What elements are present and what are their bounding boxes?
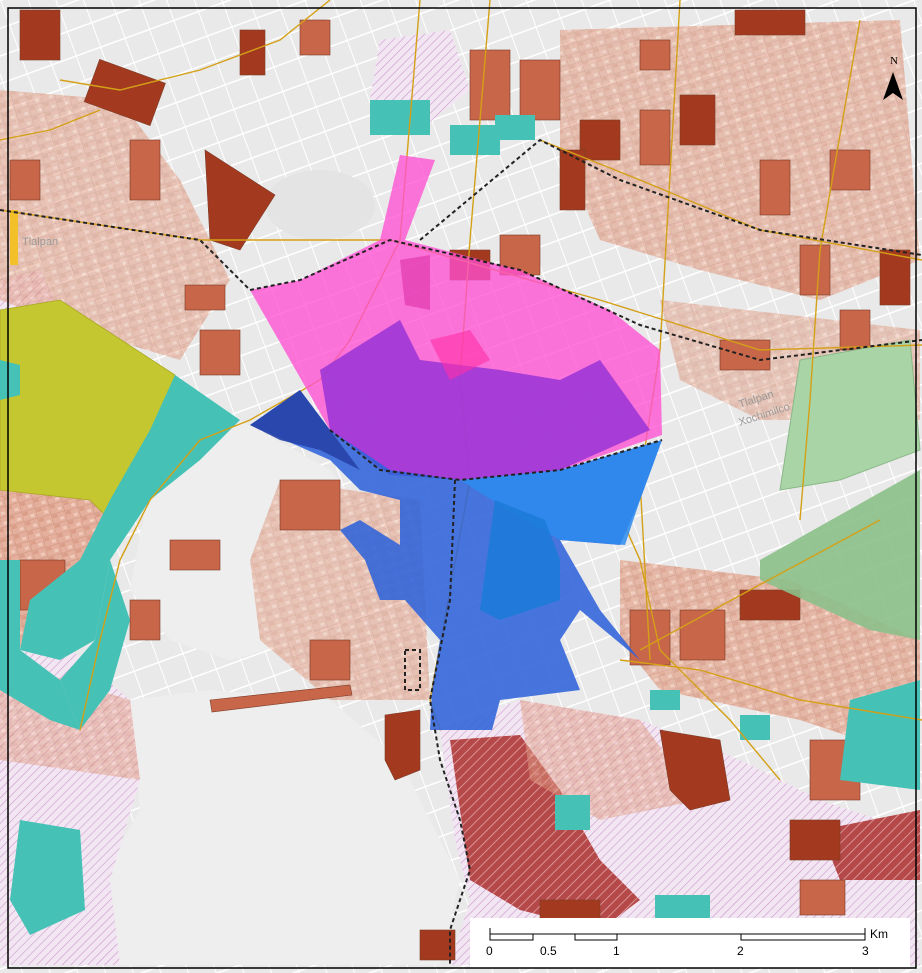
zone-purple[interactable] — [320, 320, 650, 480]
map-frame — [7, 7, 917, 969]
zone-darkblue[interactable] — [250, 390, 360, 470]
scale-tick-0-5: 0.5 — [540, 944, 557, 958]
scale-bar: 0 0.5 1 2 3 Km — [470, 918, 910, 968]
scale-tick-3: 3 — [862, 944, 869, 958]
zone-lightblue[interactable] — [460, 440, 662, 545]
land-parcels — [9, 9, 911, 961]
north-arrow-icon: N — [883, 55, 903, 100]
zone-mid-blue[interactable] — [480, 500, 560, 620]
boundaries — [0, 138, 922, 965]
north-label: N — [890, 55, 898, 67]
street-label-tlalpan: Tlalpan — [22, 236, 58, 248]
scale-tick-0: 0 — [486, 944, 493, 958]
scale-tick-2: 2 — [737, 944, 744, 958]
parks — [0, 100, 921, 935]
scale-unit: Km — [870, 927, 888, 941]
scale-tick-1: 1 — [613, 944, 620, 958]
study-zones[interactable] — [250, 155, 662, 730]
